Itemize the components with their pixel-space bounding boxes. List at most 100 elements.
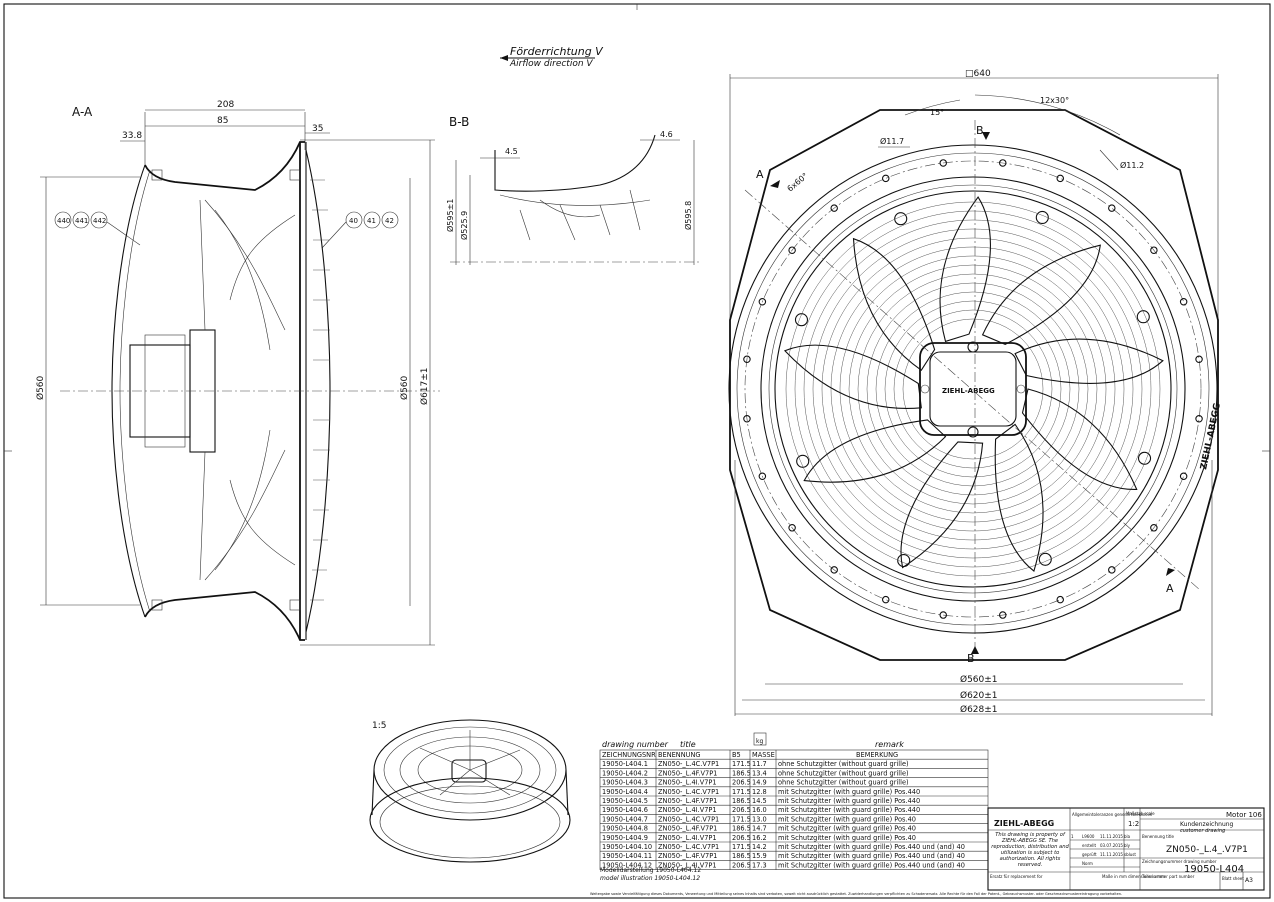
- section-bb-view: B-B 4.5 4.6 Ø595±1 Ø525.9 Ø595.8: [445, 115, 700, 265]
- position-bubbles-left: 440 441 442: [54, 211, 141, 246]
- model-note-de: Modelldarstellung 19050-L404.12: [600, 867, 701, 874]
- table-cell: 15.9: [752, 852, 767, 860]
- doc-type-de: Kundenzeichnung: [1180, 821, 1234, 828]
- table-cell: ZN050-_L.4F.V7P1: [658, 797, 717, 805]
- revision-cell: erstellt: [1082, 843, 1096, 848]
- flow-direction-de: Förderrichtung V: [510, 45, 604, 58]
- doc-type-en: customer drawing: [1180, 828, 1225, 834]
- table-cell: mit Schutzgitter (with guard grille) Pos…: [778, 861, 965, 869]
- bolt-hole: [788, 524, 796, 532]
- table-cell: ZN050-_L.4I.V7P1: [658, 779, 717, 787]
- table-cell: mit Schutzgitter (with guard grille) Pos…: [778, 843, 965, 851]
- table-cell: mit Schutzgitter (with guard grille) Pos…: [778, 825, 916, 833]
- table-cell: 186.5: [732, 797, 751, 805]
- th-mass-unit: kg: [756, 738, 763, 745]
- section-aa-view: A-A 208 85 33.8 35 Ø560 Ø560 Ø617±1 440 …: [35, 100, 440, 646]
- table-cell: 19050-L404.12: [602, 861, 652, 869]
- bolt-hole: [939, 159, 947, 167]
- company-logo-text: ZIEHL-ABEGG: [994, 819, 1054, 828]
- th-drawing-number-en: drawing number: [602, 740, 669, 749]
- property-note: This drawing is property of ZIEHL-ABEGG …: [991, 832, 1069, 868]
- impeller-blade: [803, 419, 947, 483]
- dim-595: Ø595±1: [445, 199, 455, 232]
- table-cell: 19050-L404.6: [602, 806, 648, 814]
- table-cell: 19050-L404.5: [602, 797, 648, 805]
- revision-cell: sblust: [1124, 852, 1136, 857]
- revision-cell: L9600: [1082, 834, 1095, 839]
- impeller-blade: [981, 244, 1101, 346]
- bolt-hole: [758, 297, 767, 306]
- pos-40: 40: [349, 217, 358, 225]
- dim-33-8: 33.8: [122, 131, 142, 141]
- motor-label: Motor 106: [1226, 811, 1262, 819]
- flow-direction-note: Förderrichtung V Airflow direction V: [500, 45, 604, 69]
- table-cell: mit Schutzgitter (with guard grille) Pos…: [778, 852, 965, 860]
- table-cell: mit Schutzgitter (with guard grille) Pos…: [778, 815, 916, 823]
- marker-b-bottom: B: [967, 652, 975, 665]
- dim-35: 35: [312, 124, 323, 134]
- grille-mount: [1137, 451, 1152, 465]
- marker-a-top: A: [756, 168, 764, 181]
- table-cell: 11.7: [752, 760, 767, 768]
- bolt-hole: [999, 611, 1007, 619]
- bolt-hole: [830, 566, 838, 574]
- table-cell: ZN050-_L.4F.V7P1: [658, 825, 717, 833]
- bolt-hole: [1150, 246, 1158, 254]
- grille-mount: [894, 212, 908, 226]
- pos-442: 442: [93, 217, 106, 225]
- scale-value: 1:2: [1128, 820, 1139, 828]
- bolt-hole: [999, 159, 1007, 167]
- bolt-hole: [1056, 595, 1065, 604]
- revision-cell: 03.07.2015: [1100, 843, 1123, 848]
- revision-cell: bla: [1124, 834, 1131, 839]
- bolt-hole: [758, 472, 767, 481]
- table-cell: 12.8: [752, 788, 767, 796]
- table-cell: 19050-L404.8: [602, 825, 648, 833]
- revision-cell: 11.11.2015: [1100, 834, 1123, 839]
- table-cell: 16.2: [752, 834, 767, 842]
- bolt-hole: [881, 174, 890, 183]
- dim-620: Ø620±1: [960, 690, 998, 701]
- table-cell: ZN050-_L.4C.V7P1: [658, 815, 719, 823]
- guard-grille: [785, 201, 1161, 577]
- dim-208: 208: [217, 100, 234, 110]
- dim-12x30: 12x30°: [1040, 96, 1069, 105]
- table-cell: 14.9: [752, 779, 767, 787]
- table-cell: 14.7: [752, 825, 767, 833]
- part-number-label: Teilenummer part number: [1141, 874, 1195, 879]
- table-cell: 206.5: [732, 861, 751, 869]
- tolerance-label: Allgemeintoleranzen general tolerances: [1072, 812, 1152, 817]
- bolt-hole: [1056, 174, 1065, 183]
- bolt-hole: [830, 204, 838, 212]
- section-bb-label: B-B: [449, 115, 469, 129]
- position-bubbles-right: 40 41 42: [321, 211, 399, 249]
- grille-mount: [1136, 310, 1150, 324]
- dim-hole-11-7: Ø11.7: [880, 136, 904, 146]
- pos-42: 42: [385, 217, 394, 225]
- benennung-label: Benennung title: [1142, 834, 1175, 839]
- dim-560-front: Ø560±1: [960, 674, 998, 685]
- sheet-size: A3: [1245, 877, 1253, 884]
- bolt-hole: [743, 355, 751, 363]
- pos-440: 440: [57, 217, 70, 225]
- table-cell: ohne Schutzgitter (without guard grille): [778, 769, 909, 777]
- variant-table: drawing number title remark kg ZEICHNUNG…: [599, 732, 989, 882]
- table-cell: 19050-L404.3: [602, 779, 648, 787]
- dim-square-640: □640: [965, 69, 991, 79]
- sheet-label: Blatt sheet: [1222, 876, 1244, 881]
- table-cell: 13.0: [752, 815, 767, 823]
- impeller-blade: [900, 441, 984, 569]
- bolt-hole: [1108, 566, 1116, 574]
- table-cell: ZN050-_L.4C.V7P1: [658, 788, 719, 796]
- dim-6x60: 6x60°: [786, 171, 810, 193]
- title-block: ZIEHL-ABEGG Allgemeintoleranzen general …: [987, 807, 1265, 891]
- table-cell: mit Schutzgitter (with guard grille) Pos…: [778, 797, 920, 805]
- table-cell: 17.3: [752, 861, 767, 869]
- marker-b-top: B: [976, 124, 984, 137]
- table-cell: ZN050-_L.4F.V7P1: [658, 769, 717, 777]
- impeller-blade: [1021, 388, 1138, 490]
- table-cell: 19050-L404.2: [602, 769, 648, 777]
- table-cell: 171.5: [732, 843, 751, 851]
- bolt-hole: [1195, 415, 1203, 423]
